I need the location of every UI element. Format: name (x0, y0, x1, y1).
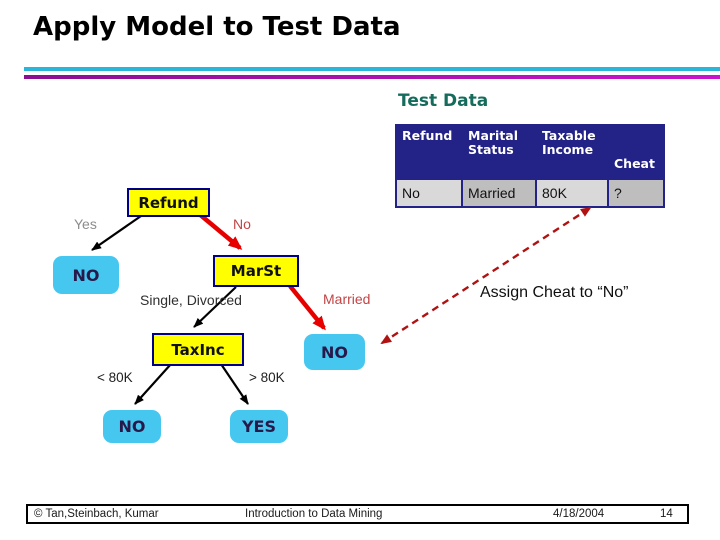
footer-bar: © Tan,Steinbach, Kumar Introduction to D… (26, 504, 689, 524)
footer-copyright: © Tan,Steinbach, Kumar (34, 508, 159, 520)
test-data-table: Refund Marital Status Taxable Income Che… (395, 124, 665, 208)
branch-label-yes: Yes (74, 216, 97, 232)
tree-node-refund: Refund (127, 188, 210, 217)
assign-cheat-annotation: Assign Cheat to “No” (480, 284, 629, 301)
footer-date: 4/18/2004 (553, 508, 605, 520)
branch-arrow-taxinc-gt80k (220, 363, 249, 405)
table-row: No Married 80K ? (395, 178, 665, 208)
branch-label-no: No (233, 216, 251, 232)
cell-cheat: ? (607, 178, 665, 208)
tree-leaf-no-lt80k: NO (103, 410, 161, 443)
tree-leaf-no-married: NO (304, 334, 365, 370)
tree-node-taxinc: TaxInc (152, 333, 244, 366)
branch-label-married: Married (323, 291, 371, 307)
test-data-heading: Test Data (398, 91, 489, 111)
col-header-marital-status: Marital Status (461, 124, 537, 180)
branch-label-single-divorced: Single, Divorced (140, 292, 242, 308)
divider-line-cyan (24, 67, 720, 71)
col-header-refund: Refund (395, 124, 463, 180)
tree-leaf-yes-gt80k: YES (230, 410, 288, 443)
branch-arrow-refund-yes (91, 215, 142, 251)
footer-course-title: Introduction to Data Mining (245, 508, 383, 520)
branch-arrow-taxinc-lt80k (134, 363, 172, 405)
branch-label-lt80k: < 80K (97, 370, 133, 385)
tree-node-marst: MarSt (213, 255, 299, 287)
col-header-taxable-income: Taxable Income (535, 124, 609, 180)
cell-taxable-income: 80K (535, 178, 609, 208)
assign-cheat-dashed-arrow (380, 206, 592, 345)
slide-title: Apply Model to Test Data (33, 12, 401, 42)
branch-label-gt80k: > 80K (249, 370, 285, 385)
footer-page-number: 14 (660, 508, 673, 520)
tree-leaf-no-refund-yes: NO (53, 256, 119, 294)
branch-arrow-marst-married (288, 284, 326, 331)
cell-refund: No (395, 178, 463, 208)
table-header-row: Refund Marital Status Taxable Income Che… (395, 124, 665, 180)
cell-marital-status: Married (461, 178, 537, 208)
divider-line-magenta (24, 75, 720, 79)
col-header-cheat: Cheat (607, 124, 665, 180)
